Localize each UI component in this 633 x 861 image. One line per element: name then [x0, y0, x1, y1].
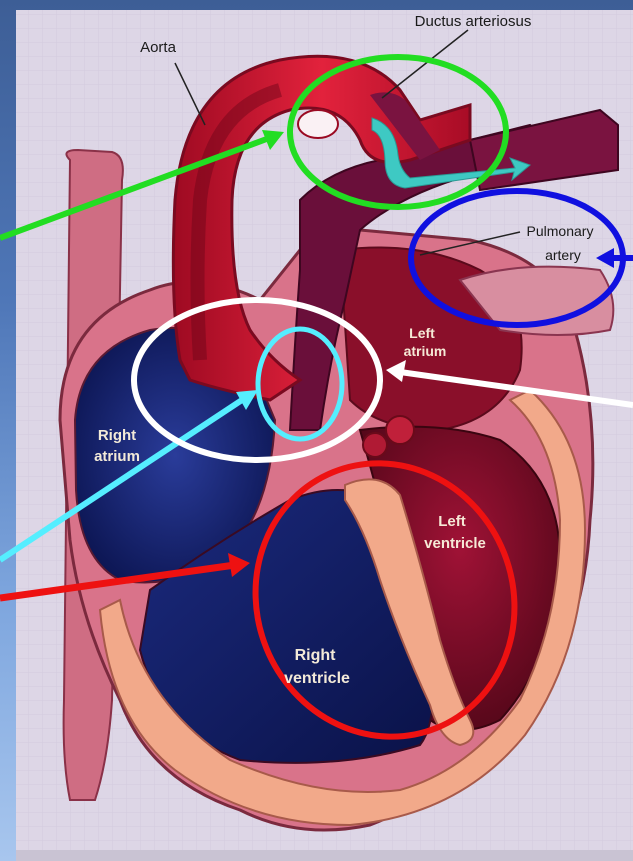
label-left-ventricle-line1: Left	[438, 513, 466, 530]
label-aorta: Aorta	[140, 39, 177, 56]
label-right-ventricle-line1: Right	[295, 647, 337, 664]
label-left-atrium-line2: atrium	[404, 343, 447, 359]
label-pulmonary-line2: artery	[545, 247, 581, 263]
label-ductus-arteriosus: Ductus arteriosus	[415, 13, 532, 30]
label-right-atrium-line1: Right	[98, 427, 136, 444]
label-left-atrium-line1: Left	[409, 325, 435, 341]
label-right-atrium-line2: atrium	[94, 448, 140, 465]
label-pulmonary-line1: Pulmonary	[527, 223, 594, 239]
label-right-ventricle-line2: ventricle	[284, 670, 350, 687]
label-left-ventricle-line2: ventricle	[424, 535, 486, 552]
